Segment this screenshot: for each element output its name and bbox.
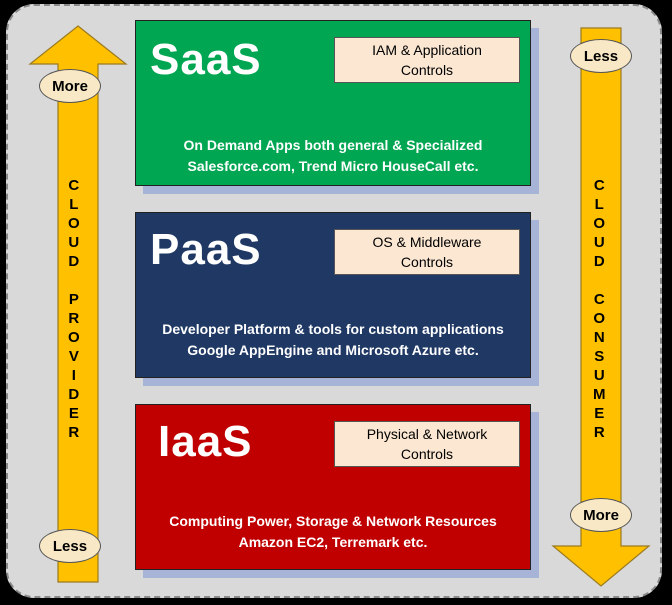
left-arrow-letter: D xyxy=(68,253,80,270)
right-arrow-letter: D xyxy=(593,253,605,270)
paas-controls-line-1: OS & Middleware xyxy=(372,234,482,250)
paas-controls-line-2: Controls xyxy=(400,254,454,270)
iaas-controls-line-1: Physical & Network xyxy=(366,426,488,442)
right-bottom-label: More xyxy=(583,506,619,524)
right-arrow-letter: U xyxy=(593,234,605,251)
paas-title: PaaS xyxy=(150,225,262,274)
iaas-title: IaaS xyxy=(158,417,253,466)
left-arrow-letter: I xyxy=(71,367,76,384)
right-arrow-letter: C xyxy=(593,291,605,308)
saas-title: SaaS xyxy=(150,35,262,84)
right-arrow-letter: O xyxy=(593,310,606,327)
right-arrow-letter: U xyxy=(593,367,605,384)
left-arrow-letter: O xyxy=(68,329,80,346)
saas-desc-line-2: Salesforce.com, Trend Micro HouseCall et… xyxy=(187,158,479,174)
left-arrow-letter: O xyxy=(68,215,80,232)
iaas-desc-line-2: Amazon EC2, Terremark etc. xyxy=(238,534,428,550)
left-top-label: More xyxy=(52,77,88,95)
iaas-controls-line-2: Controls xyxy=(400,446,454,462)
saas-controls-box: IAM & Application Controls xyxy=(334,37,520,83)
saas-controls-line-2: Controls xyxy=(400,62,454,78)
right-top-label: Less xyxy=(583,47,619,65)
right-bottom-oval: More xyxy=(570,498,632,532)
saas-controls-line-1: IAM & Application xyxy=(372,42,482,58)
left-bottom-label: Less xyxy=(52,537,88,555)
paas-description: Developer Platform & tools for custom ap… xyxy=(136,319,530,361)
left-arrow-letter: L xyxy=(69,196,79,213)
paas-desc-line-2: Google AppEngine and Microsoft Azure etc… xyxy=(187,342,479,358)
saas-desc-line-1: On Demand Apps both general & Specialize… xyxy=(183,137,483,153)
saas-layer: SaaS IAM & Application Controls On Deman… xyxy=(135,20,531,186)
cloud-consumer-arrow xyxy=(551,27,651,587)
left-arrow-letter: D xyxy=(68,386,80,403)
left-top-oval: More xyxy=(39,69,101,103)
left-arrow-letter: C xyxy=(68,177,80,194)
right-arrow-letter: N xyxy=(593,329,605,346)
paas-desc-line-1: Developer Platform & tools for custom ap… xyxy=(162,321,504,337)
left-arrow-letter: E xyxy=(68,405,79,422)
right-arrow-letter: L xyxy=(594,196,604,213)
iaas-controls-box: Physical & Network Controls xyxy=(334,421,520,467)
right-arrow-letter: M xyxy=(593,386,606,403)
right-top-oval: Less xyxy=(570,39,632,73)
left-arrow-letter: P xyxy=(68,291,79,308)
left-arrow-letter: V xyxy=(68,348,79,365)
paas-controls-box: OS & Middleware Controls xyxy=(334,229,520,275)
iaas-desc-line-1: Computing Power, Storage & Network Resou… xyxy=(169,513,497,529)
cloud-provider-arrow xyxy=(28,25,128,583)
saas-description: On Demand Apps both general & Specialize… xyxy=(136,135,530,177)
right-arrow-letter: C xyxy=(593,177,605,194)
right-arrow-letter: R xyxy=(593,424,605,441)
iaas-layer: IaaS Physical & Network Controls Computi… xyxy=(135,404,531,570)
right-arrow-letter: E xyxy=(594,405,605,422)
iaas-description: Computing Power, Storage & Network Resou… xyxy=(136,511,530,553)
right-arrow-letter: O xyxy=(593,215,606,232)
right-arrow-letter: S xyxy=(594,348,605,365)
left-arrow-letter: R xyxy=(68,310,80,327)
paas-layer: PaaS OS & Middleware Controls Developer … xyxy=(135,212,531,378)
left-arrow-letter: R xyxy=(68,424,80,441)
left-bottom-oval: Less xyxy=(39,529,101,563)
left-arrow-letter: U xyxy=(68,234,80,251)
